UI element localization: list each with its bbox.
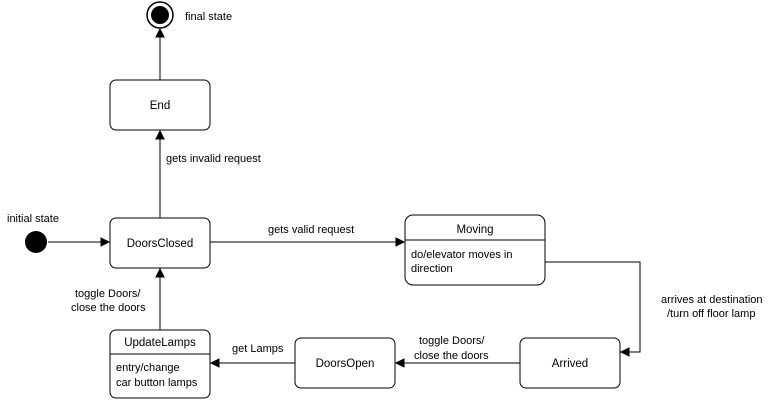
state-moving: Moving do/elevator moves in direction [404, 214, 546, 286]
state-arrived: Arrived [519, 337, 621, 389]
transition-doors-open-to-update-lamps [209, 358, 295, 368]
state-moving-activity-line-1: do/elevator moves in [411, 249, 513, 261]
transition-valid-request-label: gets valid request [268, 224, 354, 236]
transition-moving-to-arrived [545, 261, 641, 357]
final-state [146, 1, 174, 29]
transition-end-to-final [155, 27, 165, 80]
state-moving-label: Moving [456, 224, 493, 236]
transition-initial-to-doors-closed [48, 237, 111, 247]
transition-toggle-update-label-line-2: close the doors [71, 302, 146, 314]
transition-toggle-arrived-label-line-2: close the doors [414, 350, 489, 362]
transition-doors-closed-to-end [155, 129, 165, 218]
transition-update-lamps-to-doors-closed [155, 267, 165, 330]
transition-toggle-update-label-line-1: toggle Doors/ [75, 288, 141, 300]
state-update-lamps-activity-line-1: entry/change [116, 362, 180, 374]
state-update-lamps-activity-line-2: car button lamps [116, 377, 198, 389]
transition-arrives-label-line-2: /turn off floor lamp [667, 308, 755, 320]
initial-state-label: initial state [7, 213, 59, 225]
state-end-label: End [150, 100, 170, 112]
state-doors-open: DoorsOpen [294, 337, 396, 389]
state-doors-closed: DoorsClosed [109, 217, 211, 269]
transition-get-lamps-label: get Lamps [232, 343, 284, 355]
state-arrived-label: Arrived [552, 358, 588, 370]
transition-arrives-label-line-1: arrives at destination [661, 294, 763, 306]
state-moving-activity-line-2: direction [411, 263, 453, 275]
state-update-lamps: UpdateLamps entry/change car button lamp… [109, 329, 211, 399]
transition-toggle-arrived-label-line-1: toggle Doors/ [419, 335, 485, 347]
transition-invalid-request-label: gets invalid request [166, 153, 261, 165]
transition-doors-closed-to-moving [210, 237, 406, 247]
state-end: End [109, 79, 211, 131]
final-state-label: final state [185, 11, 232, 23]
initial-state [25, 231, 47, 253]
state-doors-open-label: DoorsOpen [316, 358, 375, 370]
transition-arrived-to-doors-open [394, 358, 520, 368]
state-doors-closed-label: DoorsClosed [127, 238, 193, 250]
state-update-lamps-label: UpdateLamps [124, 337, 196, 349]
